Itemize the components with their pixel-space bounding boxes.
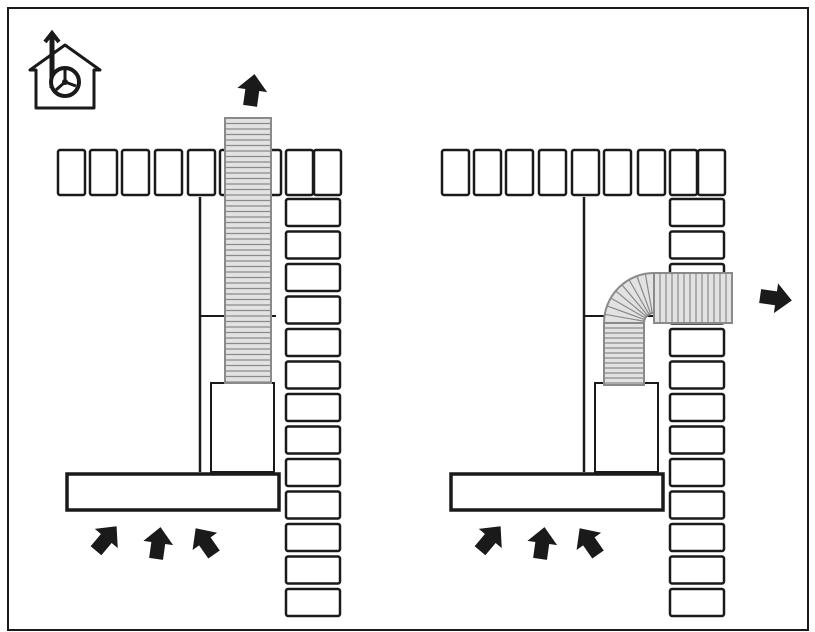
brick <box>602 148 633 197</box>
house-fan-icon <box>28 29 102 110</box>
airflow-arrow <box>84 516 129 561</box>
brick <box>668 392 726 423</box>
hood-canopy <box>449 472 665 512</box>
duct-stripe <box>615 290 647 318</box>
brick <box>668 587 726 618</box>
brick <box>668 490 726 520</box>
brick <box>88 148 119 197</box>
duct-elbow <box>602 271 655 324</box>
airflow-arrow <box>525 525 560 561</box>
duct-stripe <box>636 275 652 314</box>
brick <box>120 148 151 197</box>
duct-stripe <box>628 279 650 315</box>
brick <box>696 148 727 197</box>
duct-horizontal-part <box>653 272 733 324</box>
brick <box>284 295 342 325</box>
brick <box>284 197 342 228</box>
brick <box>284 457 342 488</box>
brick <box>284 490 342 520</box>
airflow-arrow <box>183 519 227 564</box>
brick <box>56 148 87 197</box>
brick <box>440 148 471 197</box>
brick <box>668 457 726 488</box>
airflow-arrow <box>235 72 270 108</box>
brick <box>284 327 342 358</box>
brick <box>668 425 726 455</box>
brick <box>668 522 726 553</box>
airflow-arrow <box>468 516 513 561</box>
brick <box>668 148 699 197</box>
panel-horizontal-vent <box>440 148 794 618</box>
diagram-frame <box>7 7 809 631</box>
hood-body <box>210 382 275 473</box>
duct-stripe <box>610 297 646 319</box>
brick <box>504 148 535 197</box>
brick <box>668 360 726 390</box>
brick <box>472 148 503 197</box>
hood-body <box>594 382 659 473</box>
brick <box>284 148 315 197</box>
brick <box>284 425 342 455</box>
brick <box>284 360 342 390</box>
brick <box>668 230 726 260</box>
airflow-arrow <box>567 519 611 564</box>
brick <box>284 262 342 293</box>
duct-stripe <box>606 305 645 321</box>
brick <box>284 522 342 553</box>
brick <box>668 197 726 228</box>
duct-stripe <box>604 313 645 322</box>
brick <box>537 148 568 197</box>
duct-stripe <box>621 284 649 316</box>
duct-stripe <box>644 273 653 314</box>
brick <box>153 148 184 197</box>
panel-vertical-vent <box>56 72 343 618</box>
brick <box>668 327 726 358</box>
brick <box>284 230 342 260</box>
brick <box>284 587 342 618</box>
brick <box>186 148 217 197</box>
brick <box>636 148 667 197</box>
brick <box>284 392 342 423</box>
airflow-arrow <box>141 525 176 561</box>
brick <box>570 148 601 197</box>
brick <box>312 148 343 197</box>
airflow-arrow <box>758 281 794 316</box>
duct-vertical-part <box>603 322 645 386</box>
hood-canopy <box>65 472 281 512</box>
brick <box>284 555 342 585</box>
brick <box>668 555 726 585</box>
